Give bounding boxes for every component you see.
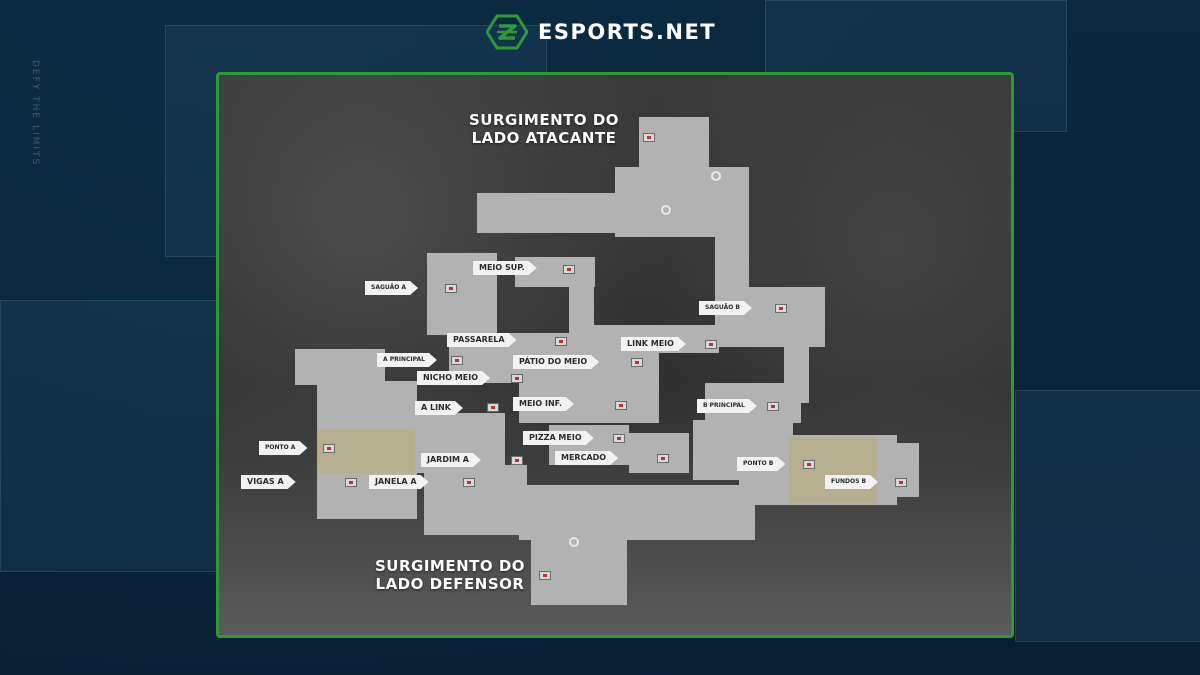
callout-janela-a: JANELA A — [369, 475, 429, 489]
background-panel — [0, 300, 217, 572]
callout-passarela: PASSARELA — [447, 333, 517, 347]
callout-marker-icon — [555, 337, 567, 346]
callout-saguao-b: SAGUÃO B — [699, 301, 752, 315]
callout-ponto-a: PONTO A — [259, 441, 307, 455]
callout-pizza-meio: PIZZA MEIO — [523, 431, 594, 445]
callout-marker-icon — [615, 401, 627, 410]
callout-marker-icon — [895, 478, 907, 487]
callout-marker-icon — [613, 434, 625, 443]
market-area — [629, 433, 689, 473]
callout-marker-icon — [451, 356, 463, 365]
callout-link-meio: LINK MEIO — [621, 337, 686, 351]
callout-marker-icon — [657, 454, 669, 463]
callout-ponto-b: PONTO B — [737, 457, 785, 471]
esports-logo-icon — [486, 14, 528, 50]
callout-marker-icon — [511, 456, 523, 465]
callout-marker-icon — [631, 358, 643, 367]
attacker-spawn-area — [477, 193, 717, 233]
callout-fundos-b: FUNDOS B — [825, 475, 878, 489]
a-main — [295, 349, 385, 385]
spawn-marker-icon — [661, 205, 671, 215]
callout-a-principal: A PRINCIPAL — [377, 353, 437, 367]
callout-a-link: A LINK — [415, 401, 463, 415]
callout-meio-inf: MEIO INF. — [513, 397, 574, 411]
background-panel — [1015, 390, 1200, 642]
defender-spawn-area — [531, 505, 627, 605]
callout-marker-icon — [563, 265, 575, 274]
map-corridor — [715, 235, 749, 295]
callout-marker-icon — [487, 403, 499, 412]
brand-name: ESPORTS.NET — [538, 20, 717, 44]
callout-jardim-a: JARDIM A — [421, 453, 481, 467]
callout-patio-do-meio: PÁTIO DO MEIO — [513, 355, 599, 369]
b-site-plant-zone — [789, 437, 877, 503]
defender-spawn-title: SURGIMENTO DO LADO DEFENSOR — [375, 557, 526, 593]
callout-marker-icon — [775, 304, 787, 313]
callout-nicho-meio: NICHO MEIO — [417, 371, 490, 385]
b-back — [879, 443, 919, 497]
callout-meio-sup: MEIO SUP. — [473, 261, 537, 275]
brand-header[interactable]: ESPORTS.NET — [486, 14, 716, 50]
callout-marker-icon — [539, 571, 551, 580]
callout-b-principal: B PRINCIPAL — [697, 399, 757, 413]
callout-marker-icon — [767, 402, 779, 411]
callout-marker-icon — [511, 374, 523, 383]
callout-marker-icon — [323, 444, 335, 453]
callout-mercado: MERCADO — [555, 451, 618, 465]
side-tagline: DEFY THE LIMITS — [30, 60, 40, 167]
spawn-marker-icon — [711, 171, 721, 181]
callout-marker-icon — [445, 284, 457, 293]
callout-marker-icon — [803, 460, 815, 469]
callout-marker-icon — [705, 340, 717, 349]
callout-marker-icon — [643, 133, 655, 142]
attacker-spawn-title: SURGIMENTO DO LADO ATACANTE — [469, 111, 620, 147]
callout-marker-icon — [345, 478, 357, 487]
callout-marker-icon — [463, 478, 475, 487]
b-lobby — [715, 287, 825, 347]
map-frame: SURGIMENTO DO LADO ATACANTE SURGIMENTO D… — [216, 72, 1014, 638]
callout-vigas-a: VIGAS A — [241, 475, 296, 489]
callout-saguao-a: SAGUÃO A — [365, 281, 418, 295]
spawn-marker-icon — [569, 537, 579, 547]
